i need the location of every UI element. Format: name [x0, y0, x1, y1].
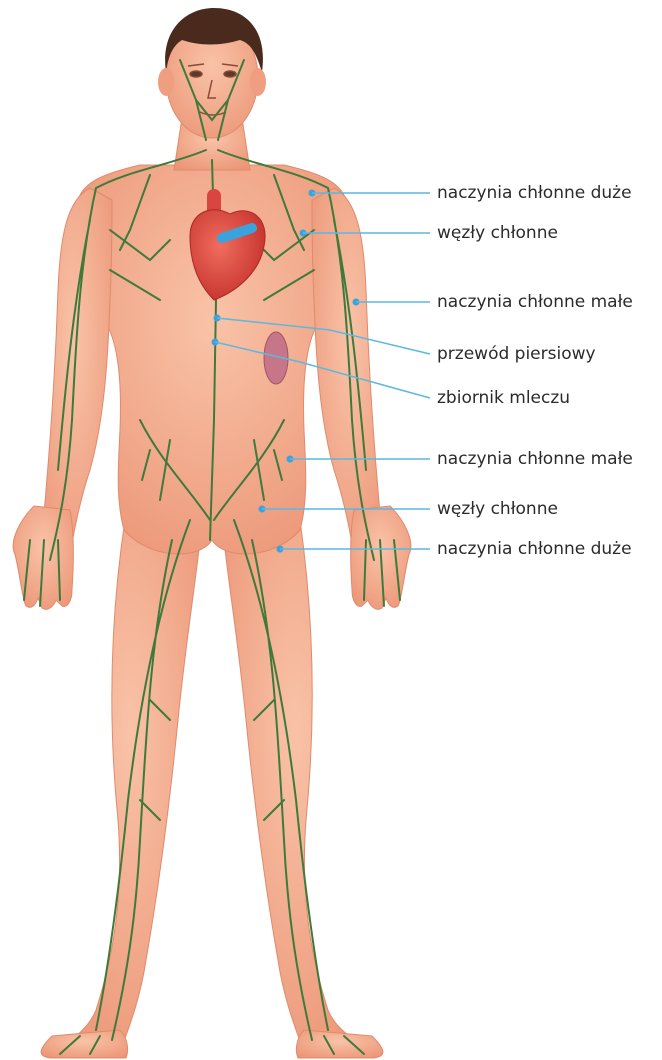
label-small-lymph-vessels-upper: naczynia chłonne małe — [437, 292, 633, 312]
right-ear — [250, 68, 266, 96]
label-large-lymph-vessels-upper: naczynia chłonne duże — [437, 183, 632, 203]
right-foot — [296, 1030, 382, 1058]
label-small-lymph-vessels-lower: naczynia chłonne małe — [437, 449, 633, 469]
left-foot — [41, 1030, 127, 1058]
label-lymph-nodes-lower: węzły chłonne — [437, 499, 558, 519]
left-ear — [158, 68, 174, 96]
label-thoracic-duct: przewód piersiowy — [437, 344, 596, 364]
label-large-lymph-vessels-lower: naczynia chłonne duże — [437, 539, 632, 559]
label-cisterna-chyli: zbiornik mleczu — [437, 388, 570, 408]
label-lymph-nodes-upper: węzły chłonne — [437, 223, 558, 243]
